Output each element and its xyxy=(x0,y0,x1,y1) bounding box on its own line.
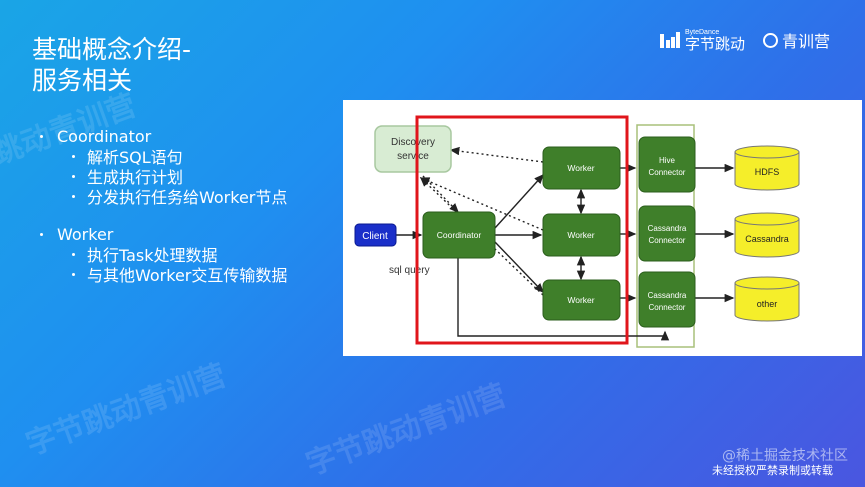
bytedance-logo-icon xyxy=(660,32,680,48)
datastore-label: Cassandra xyxy=(745,234,789,244)
copyright-notice: 未经授权严禁录制或转载 xyxy=(712,464,833,477)
worker-node: Worker xyxy=(542,279,621,321)
title-line-2: 服务相关 xyxy=(32,66,133,95)
sub-bullet: 与其他Worker交互传输数据 xyxy=(40,264,287,285)
title-line-1: 基础概念介绍- xyxy=(32,35,192,64)
discovery-label-line2: service xyxy=(397,151,429,162)
connector-node: Hive Connector xyxy=(638,136,696,193)
discovery-service-node: Discovery service xyxy=(374,125,452,173)
connector-label: Connector xyxy=(649,168,686,177)
sub-bullet: 分发执行任务给Worker节点 xyxy=(40,186,287,207)
connector-label: Connector xyxy=(649,236,686,245)
worker-node: Worker xyxy=(542,213,621,257)
discovery-label-line1: Discovery xyxy=(391,137,435,148)
connector-label: Cassandra xyxy=(648,224,687,233)
watermark: 字节跳动青训营 xyxy=(21,357,231,463)
worker-label: Worker xyxy=(567,163,594,173)
sub-bullet: 生成执行计划 xyxy=(40,166,287,187)
sub-bullet: 执行Task处理数据 xyxy=(40,244,287,265)
connector-label: Connector xyxy=(649,303,686,312)
sub-bullet: 解析SQL语句 xyxy=(40,146,287,167)
connector-label: Cassandra xyxy=(648,291,687,300)
architecture-diagram: Discovery service Client sql query Coord… xyxy=(343,100,862,356)
sql-query-label: sql query xyxy=(389,265,430,276)
coordinator-node: Coordinator xyxy=(422,211,496,259)
highlight-frame xyxy=(415,115,629,345)
worker-node: Worker xyxy=(542,146,621,190)
connector-node: Cassandra Connector xyxy=(638,205,696,262)
client-label: Client xyxy=(362,231,388,242)
watermark: 字节跳动青训营 xyxy=(301,377,511,483)
juejin-watermark: @稀土掘金技术社区 xyxy=(722,448,848,464)
datastore-node: other xyxy=(734,276,800,322)
datastore-node: HDFS xyxy=(734,145,800,191)
connector-node: Cassandra Connector xyxy=(638,271,696,328)
slide-title: 基础概念介绍- 服务相关 xyxy=(32,34,191,96)
bullet-list: Coordinator 解析SQL语句 生成执行计划 分发执行任务给Worker… xyxy=(40,126,287,285)
bytedance-logo-text: ByteDance 字节跳动 xyxy=(685,28,746,53)
camp-logo: 青训营 xyxy=(763,28,830,52)
client-node: Client xyxy=(354,223,397,247)
bullet-worker: Worker xyxy=(40,224,287,244)
datastore-label: HDFS xyxy=(755,167,780,177)
bullet-coordinator: Coordinator xyxy=(40,126,287,146)
brand-area: ByteDance 字节跳动 青训营 xyxy=(660,28,830,52)
worker-label: Worker xyxy=(567,230,594,240)
connector-label: Hive xyxy=(659,156,676,165)
worker-label: Worker xyxy=(567,295,594,305)
datastore-label: other xyxy=(757,299,778,309)
coordinator-label: Coordinator xyxy=(437,230,482,240)
camp-logo-icon xyxy=(763,32,779,48)
datastore-node: Cassandra xyxy=(734,212,800,258)
